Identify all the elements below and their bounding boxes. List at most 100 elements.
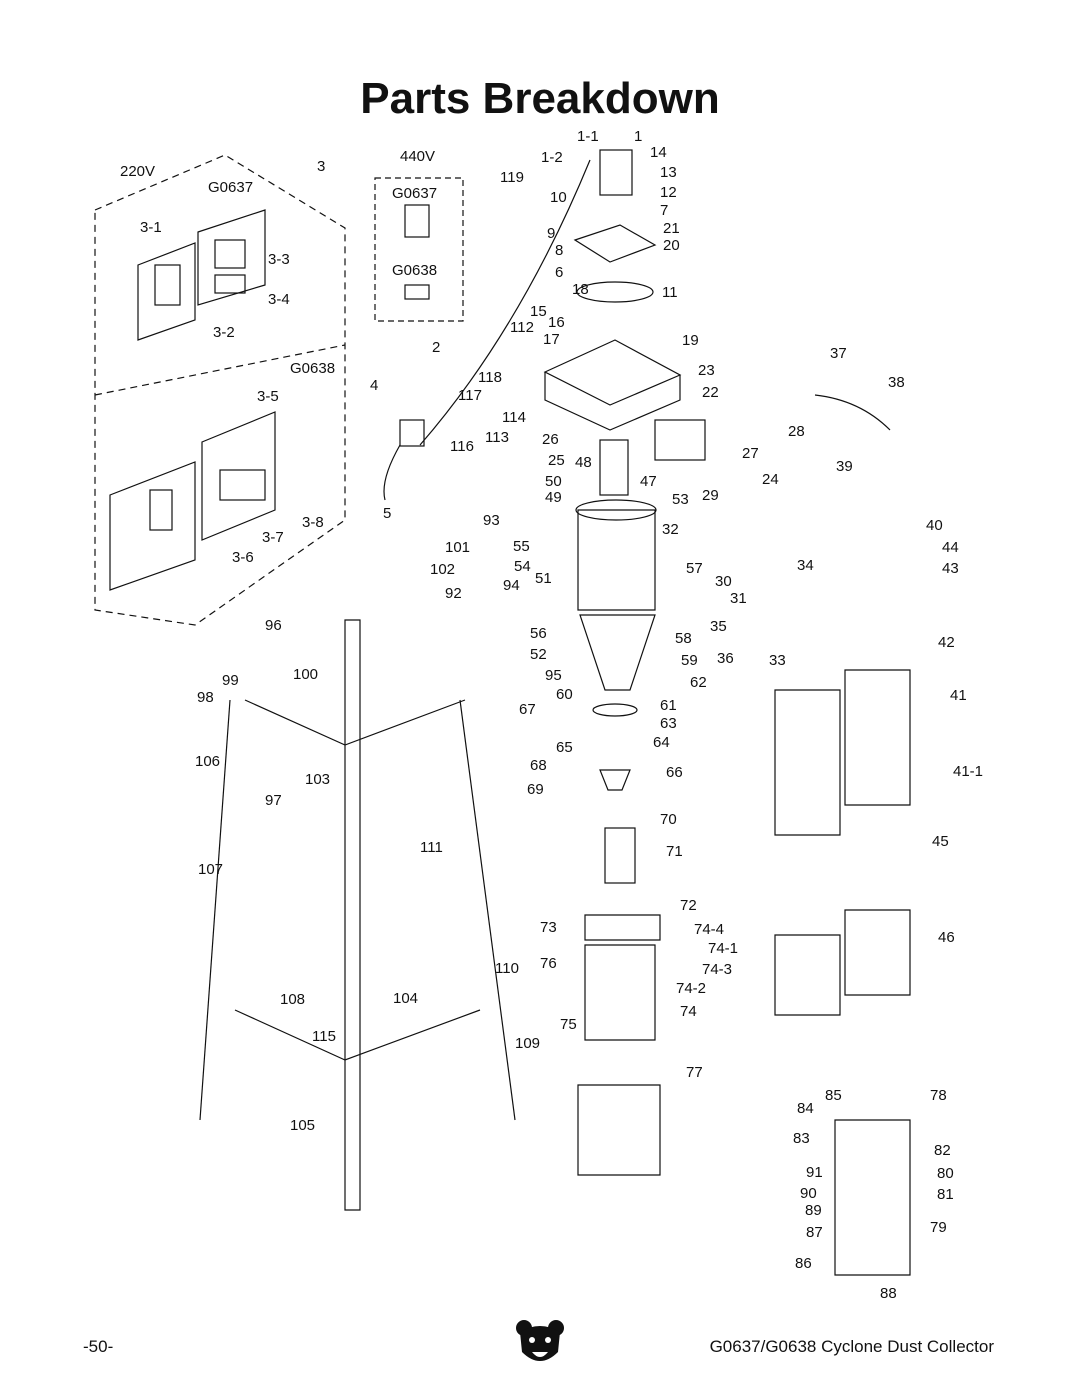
callout-38: 38 xyxy=(888,374,905,391)
callout-86: 86 xyxy=(795,1255,812,1272)
stand-leg-front xyxy=(344,619,361,1211)
callout-65: 65 xyxy=(556,739,573,756)
page-title: Parts Breakdown xyxy=(360,74,720,123)
callout-52: 52 xyxy=(530,646,547,663)
callout-80: 80 xyxy=(937,1165,954,1182)
callout-3-8: 3-8 xyxy=(302,514,324,531)
callout-67: 67 xyxy=(519,701,536,718)
callout-20: 20 xyxy=(663,237,680,254)
callout-14: 14 xyxy=(650,144,667,161)
callout-55: 55 xyxy=(513,538,530,555)
label-voltage_440: 440V xyxy=(400,148,435,165)
callout-24: 24 xyxy=(762,471,779,488)
callout-63: 63 xyxy=(660,715,677,732)
panel-box-g0637 xyxy=(197,209,266,306)
callout-13: 13 xyxy=(660,164,677,181)
callout-26: 26 xyxy=(542,431,559,448)
callout-42: 42 xyxy=(938,634,955,651)
callout-3-7: 3-7 xyxy=(262,529,284,546)
callout-37: 37 xyxy=(830,345,847,362)
intake-hose xyxy=(814,394,891,431)
bag-77 xyxy=(577,1084,661,1176)
callout-2: 2 xyxy=(432,339,440,356)
callout-30: 30 xyxy=(715,573,732,590)
contactor-440v-g0638 xyxy=(404,284,430,300)
schematic-drawing xyxy=(94,149,911,1276)
callout-88: 88 xyxy=(880,1285,897,1302)
callout-81: 81 xyxy=(937,1186,954,1203)
label-440-model_g0638: G0638 xyxy=(392,262,437,279)
panel-divider-line xyxy=(94,344,346,396)
callout-23: 23 xyxy=(698,362,715,379)
cyclone-upper xyxy=(577,509,656,611)
y-adapter xyxy=(599,769,631,791)
callout-109: 109 xyxy=(515,1035,540,1052)
callout-34: 34 xyxy=(797,557,814,574)
label-model_g0637: G0637 xyxy=(208,179,253,196)
callout-103: 103 xyxy=(305,771,330,788)
callout-25: 25 xyxy=(548,452,565,469)
callout-36: 36 xyxy=(717,650,734,667)
callout-111: 111 xyxy=(420,839,443,856)
electrical-panel-outline xyxy=(94,154,346,626)
callout-11: 11 xyxy=(662,284,678,301)
callout-74-1: 74-1 xyxy=(708,940,738,957)
inlet-port xyxy=(654,419,706,461)
callout-107: 107 xyxy=(198,861,223,878)
callout-56: 56 xyxy=(530,625,547,642)
callout-76: 76 xyxy=(540,955,557,972)
callout-31: 31 xyxy=(730,590,747,607)
contactor-g0638 xyxy=(219,469,266,501)
stand-leg-right xyxy=(459,699,516,1121)
callout-70: 70 xyxy=(660,811,677,828)
callout-5: 5 xyxy=(383,505,391,522)
callout-89: 89 xyxy=(805,1202,822,1219)
callout-101: 101 xyxy=(445,539,470,556)
stand-lower-brace xyxy=(234,1009,481,1061)
panel-box-g0638 xyxy=(201,411,276,541)
callout-47: 47 xyxy=(640,473,657,490)
callout-3-5: 3-5 xyxy=(257,388,279,405)
callout-108: 108 xyxy=(280,991,305,1008)
magnetic-switch xyxy=(399,419,425,447)
callout-91: 91 xyxy=(806,1164,823,1181)
label-440-model_g0637: G0637 xyxy=(392,185,437,202)
callout-68: 68 xyxy=(530,757,547,774)
callout-62: 62 xyxy=(690,674,707,691)
callout-1: 1 xyxy=(634,128,642,145)
callout-72: 72 xyxy=(680,897,697,914)
power-cord xyxy=(383,444,401,501)
callout-78: 78 xyxy=(930,1087,947,1104)
callout-92: 92 xyxy=(445,585,462,602)
inlet-housing-side xyxy=(544,372,681,431)
callout-118: 118 xyxy=(478,369,502,386)
callout-58: 58 xyxy=(675,630,692,647)
callout-46: 46 xyxy=(938,929,955,946)
callout-3-3: 3-3 xyxy=(268,251,290,268)
impeller xyxy=(576,281,654,303)
callout-41: 41 xyxy=(950,687,967,704)
callout-74: 74 xyxy=(680,1003,697,1020)
callout-74-3: 74-3 xyxy=(702,961,732,978)
callout-29: 29 xyxy=(702,487,719,504)
callout-113: 113 xyxy=(485,429,509,446)
callout-74-4: 74-4 xyxy=(694,921,724,938)
callout-110: 110 xyxy=(495,960,519,977)
callout-53: 53 xyxy=(672,491,689,508)
callout-83: 83 xyxy=(793,1130,810,1147)
callout-27: 27 xyxy=(742,445,759,462)
label-voltage_220: 220V xyxy=(120,163,155,180)
stand-leg-left xyxy=(199,699,231,1121)
callout-98: 98 xyxy=(197,689,214,706)
bag-ring-assembly xyxy=(834,1119,911,1276)
cyclone-cone xyxy=(579,614,656,691)
callout-49: 49 xyxy=(545,489,562,506)
page-number: -50- xyxy=(83,1337,114,1356)
callout-85: 85 xyxy=(825,1087,842,1104)
filter-cartridge-right xyxy=(844,669,911,806)
callout-97: 97 xyxy=(265,792,282,809)
callout-51: 51 xyxy=(535,570,552,587)
contactor-440v-g0637 xyxy=(404,204,430,238)
